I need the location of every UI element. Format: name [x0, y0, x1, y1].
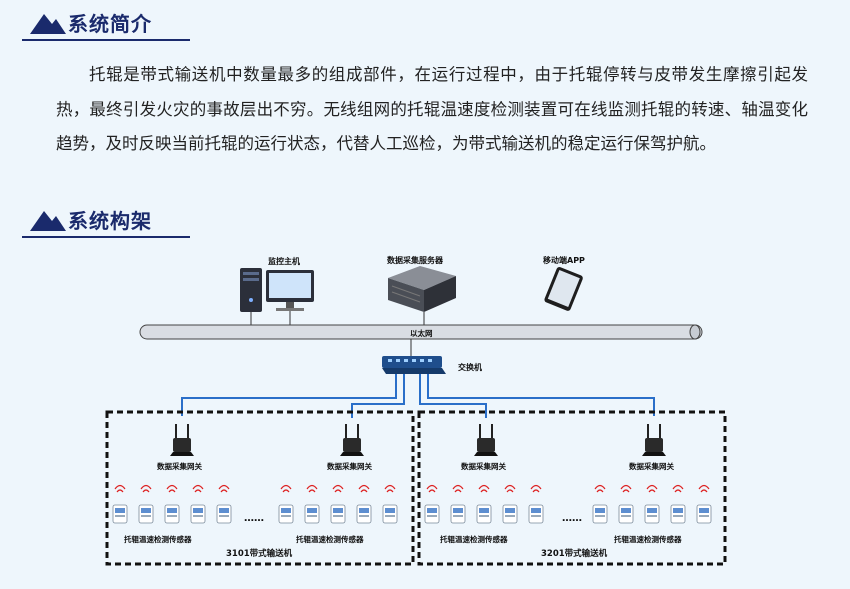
gateway-router-icon: [642, 424, 666, 456]
gateway-router-icon: [474, 424, 498, 456]
sensor-icon: [190, 484, 206, 524]
section-header-architecture: 系统构架: [22, 203, 192, 238]
sensor-icon: [424, 484, 440, 524]
data-server-label: 数据采集服务器: [387, 255, 444, 265]
sensor-icon: [618, 484, 634, 524]
tablet-icon: [544, 266, 583, 311]
monitor-host-label: 监控主机: [268, 256, 300, 266]
section-underline: [22, 39, 190, 41]
gateway-label: 数据采集网关: [629, 461, 674, 471]
ethernet-bus: [139, 324, 703, 340]
sensor-icon: [330, 484, 346, 524]
switch-label: 交换机: [458, 362, 482, 372]
monitor-host-icon: [240, 268, 314, 312]
sensor-icon: [644, 484, 660, 524]
sensor-icon: [450, 484, 466, 524]
sensor-icon: [356, 484, 372, 524]
mobile-app-label: 移动端APP: [543, 255, 585, 265]
sensor-icon: [278, 484, 294, 524]
mountain-icon: [30, 14, 66, 34]
ellipsis-right: ……: [562, 513, 582, 524]
intro-paragraph: 托辊是带式输送机中数量最多的组成部件，在运行过程中，由于托辊停转与皮带发生摩擦引…: [56, 65, 808, 153]
mountain-icon: [30, 211, 66, 231]
sensor-icon: [138, 484, 154, 524]
conveyor-label-3101: 3101带式输送机: [226, 548, 293, 559]
ellipsis-left: ……: [244, 513, 264, 524]
sensor-icon: [216, 484, 232, 524]
gateway-label: 数据采集网关: [327, 461, 372, 471]
sensor-label-2: 托辊温速检测传感器: [296, 534, 364, 544]
sensor-icon: [476, 484, 492, 524]
sensor-icon: [164, 484, 180, 524]
section-underline: [22, 236, 190, 238]
section-header-intro: 系统简介: [22, 6, 192, 41]
sensor-icon: [112, 484, 128, 524]
sensor-icon: [670, 484, 686, 524]
conveyor-group-right: [417, 410, 727, 566]
sensor-icon: [304, 484, 320, 524]
server-icon: [388, 266, 456, 312]
sensor-label-1: 托辊温速检测传感器: [124, 534, 192, 544]
section-title-architecture: 系统构架: [68, 209, 152, 233]
sensor-icon: [592, 484, 608, 524]
sensor-icon: [528, 484, 544, 524]
ethernet-label: 以太网: [410, 328, 433, 338]
gateway-router-icon: [170, 424, 194, 456]
switch-icon: [382, 356, 446, 374]
section-title-intro: 系统简介: [68, 12, 152, 36]
gateway-label: 数据采集网关: [461, 461, 506, 471]
gateway-label: 数据采集网关: [157, 461, 202, 471]
sensor-icon: [502, 484, 518, 524]
sensor-icon: [696, 484, 712, 524]
conveyor-group-left: [105, 410, 415, 566]
sensor-label-4: 托辊温速检测传感器: [614, 534, 682, 544]
sensor-label-3: 托辊温速检测传感器: [440, 534, 508, 544]
gateway-router-icon: [340, 424, 364, 456]
conveyor-label-3201: 3201带式输送机: [541, 548, 608, 559]
sensor-icon: [382, 484, 398, 524]
